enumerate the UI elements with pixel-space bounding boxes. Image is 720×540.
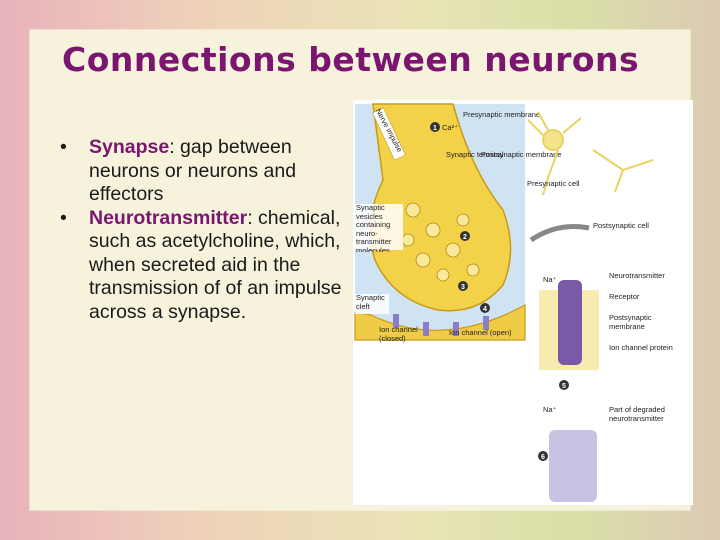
definition-synapse: : gap between neurons or neurons and eff… xyxy=(89,136,297,205)
step-4-marker xyxy=(480,303,490,313)
label-ion-channel-protein: Ion channel protein xyxy=(609,344,673,352)
label-degraded-nt-box: Part of degraded neurotransmitter xyxy=(609,406,665,423)
step-4-number: 4 xyxy=(483,306,487,313)
label-receptor: Receptor xyxy=(609,292,640,301)
label-ion-channel-protein-box: Ion channel protein xyxy=(609,344,673,352)
zoom-arrow xyxy=(529,224,590,243)
label-synaptic-cleft: Synaptic cleft xyxy=(356,294,385,311)
label-synaptic-vesicles-box: Synaptic vesicles containing neuro-trans… xyxy=(356,204,392,252)
slide-title: Connections between neurons xyxy=(62,40,640,79)
label-synaptic-vesicles: Synaptic vesicles containing neuro-trans… xyxy=(356,204,392,252)
step-1-number: 1 xyxy=(433,125,437,132)
definition-neurotransmitter: : chemical, such as acetylcholine, which… xyxy=(89,206,342,323)
label-postsynaptic-membrane-2: Postsynaptic membrane xyxy=(609,314,652,331)
ion-channel-closed-detail xyxy=(549,430,597,502)
label-ca: Ca²⁺ xyxy=(442,123,458,132)
step-5-number: 5 xyxy=(562,383,566,390)
label-presynaptic-membrane: Presynaptic membrane xyxy=(463,110,540,119)
label-postsynaptic-membrane: Postsynaptic membrane xyxy=(481,150,561,159)
synapse-diagram: Nerve impulse 1 Ca²⁺ Presynaptic membran… xyxy=(353,100,693,505)
label-ion-channel-closed-box: Ion channel (closed) xyxy=(379,326,418,343)
bullet-neurotransmitter: Neurotransmitter: chemical, such as acet… xyxy=(60,207,352,325)
receptor-protein xyxy=(558,280,582,365)
step-5-marker xyxy=(559,380,569,390)
vesicle-label-bg xyxy=(355,204,403,250)
term-synapse: Synapse xyxy=(89,136,170,158)
ion-channels xyxy=(393,314,489,336)
step-3-number: 3 xyxy=(461,284,465,291)
step-2-marker xyxy=(460,231,470,241)
synaptic-vesicles xyxy=(401,202,480,282)
label-synaptic-terminal: Synaptic terminal xyxy=(446,150,504,159)
label-ion-channel-open: Ion channel (open) xyxy=(449,328,512,337)
label-na-bottom: Na⁺ xyxy=(543,405,557,414)
label-na-top: Na⁺ xyxy=(543,275,557,284)
step-6-marker xyxy=(538,451,548,461)
nerve-impulse-arrow xyxy=(372,107,406,161)
step-2-number: 2 xyxy=(463,234,467,241)
synapse-illustration: Nerve impulse 1 Ca²⁺ Presynaptic membran… xyxy=(354,103,673,502)
label-postsynaptic-membrane-2-box: Postsynaptic membrane xyxy=(609,314,652,331)
step-1-marker xyxy=(430,122,440,132)
bullet-list: Synapse: gap between neurons or neurons … xyxy=(60,136,352,324)
presynaptic-neuron xyxy=(527,111,654,196)
label-neurotransmitter: Neurotransmitter xyxy=(609,271,665,280)
step-3-marker xyxy=(458,281,468,291)
step-6-number: 6 xyxy=(541,454,545,461)
label-ion-channel-closed: Ion channel (closed) xyxy=(379,326,418,343)
term-neurotransmitter: Neurotransmitter xyxy=(89,206,248,229)
label-postsynaptic-cell: Postsynaptic cell xyxy=(593,221,649,230)
label-synaptic-cleft-box: Synaptic cleft xyxy=(356,294,385,311)
cleft-label-bg xyxy=(355,294,389,314)
label-degraded-nt: Part of degraded neurotransmitter xyxy=(609,406,665,423)
label-presynaptic-cell: Presynaptic cell xyxy=(527,179,580,188)
bullet-synapse: Synapse: gap between neurons or neurons … xyxy=(60,136,352,207)
